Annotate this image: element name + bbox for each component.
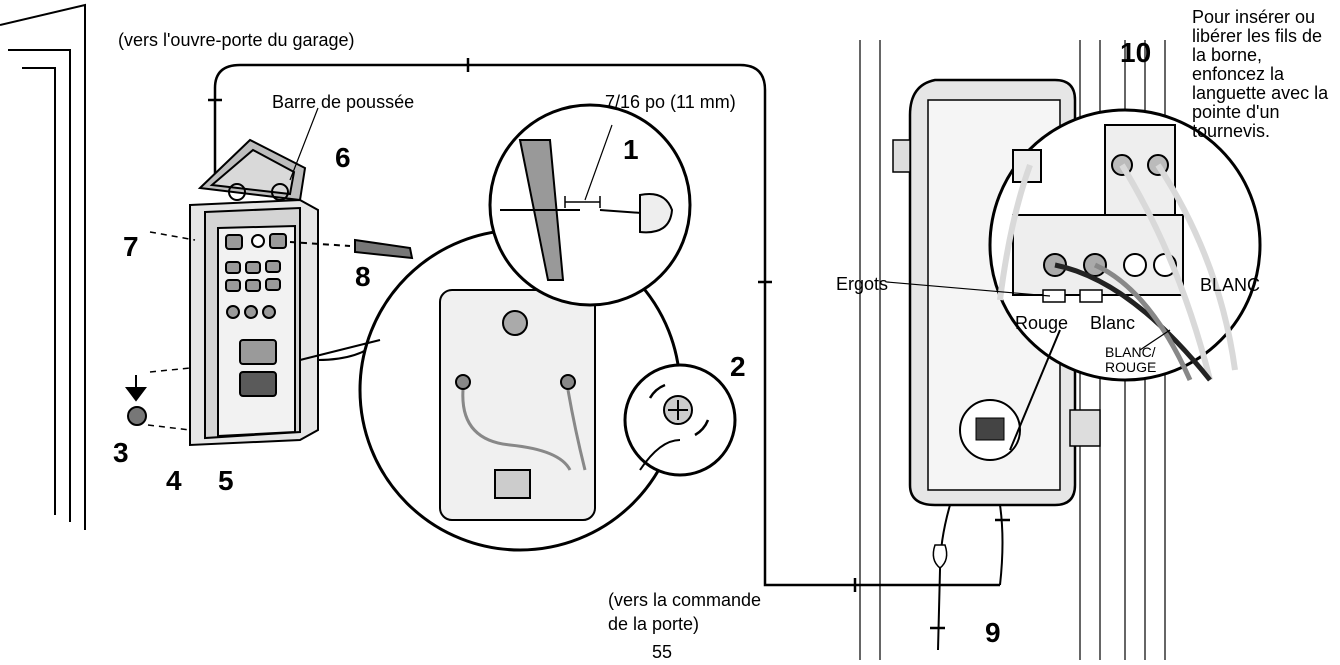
- step-7: 7: [123, 231, 139, 262]
- label-white-caps: BLANC: [1200, 275, 1261, 295]
- label-push-bar: Barre de poussée: [272, 92, 415, 112]
- zoom-keypad-back: [299, 228, 682, 552]
- leader-lines: [289, 107, 1171, 351]
- page-number: 55: [652, 642, 673, 662]
- label-insert-note: Pour insérer ou libérer les fils de la b…: [1192, 7, 1329, 141]
- mount-guides: [147, 231, 196, 431]
- label-strip-length: 7/16 po (11 mm): [605, 92, 736, 112]
- step-2: 2: [730, 351, 746, 382]
- step-8: 8: [355, 261, 371, 292]
- step-4: 4: [166, 465, 182, 496]
- step-10: 10: [1120, 37, 1152, 68]
- step-5: 5: [218, 465, 234, 496]
- screw-3: [125, 375, 147, 426]
- zoom-terminal-block: [988, 108, 1262, 451]
- step-6: 6: [335, 142, 351, 173]
- door-frame: [0, 3, 86, 530]
- screw-8: [289, 238, 414, 260]
- label-to-door-control-1: (vers la commande: [608, 590, 762, 610]
- zoom-wire-strip: [488, 103, 692, 307]
- label-white: Blanc: [1090, 313, 1136, 333]
- label-lugs: Ergots: [836, 274, 889, 294]
- zoom-screw-terminal: [623, 363, 737, 477]
- step-3: 3: [113, 437, 129, 468]
- label-to-door-control-2: de la porte): [608, 614, 700, 634]
- wire-to-opener: [208, 58, 1000, 592]
- keypad-device: [189, 138, 381, 447]
- step-9: 9: [985, 617, 1001, 648]
- label-to-opener: (vers l'ouvre-porte du garage): [118, 30, 355, 50]
- label-red: Rouge: [1015, 313, 1069, 333]
- step-1: 1: [623, 134, 639, 165]
- label-white-red: BLANC/ ROUGE: [1105, 344, 1157, 375]
